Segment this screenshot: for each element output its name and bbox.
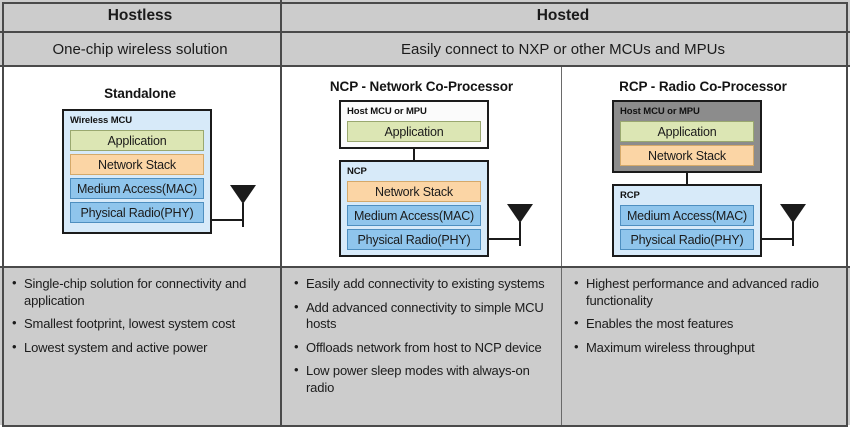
header-hostless-subtitle: One-chip wireless solution <box>0 33 282 65</box>
layer-application: Application <box>620 121 754 142</box>
column-title-rcp: RCP - Radio Co-Processor <box>619 79 787 94</box>
connector-line <box>686 173 688 184</box>
layer-physical-radio: Physical Radio(PHY) <box>70 202 204 223</box>
block-label-ncp: NCP <box>347 166 367 177</box>
header-hosted-subtitle: Easily connect to NXP or other MCUs and … <box>400 40 726 58</box>
column-title-ncp: NCP - Network Co-Processor <box>329 79 514 94</box>
header-row-subtitles: One-chip wireless solution Easily connec… <box>0 33 850 67</box>
diagram-column-rcp: RCP - Radio Co-Processor Host MCU or MPU… <box>562 67 844 266</box>
bullets-column-rcp: Highest performance and advanced radio f… <box>562 268 844 425</box>
layer-network-stack: Network Stack <box>347 181 481 202</box>
list-item: Add advanced connectivity to simple MCU … <box>292 299 551 333</box>
layer-application: Application <box>347 121 481 142</box>
block-label-host-mcu-or-mpu: Host MCU or MPU <box>620 106 700 117</box>
block-label-host-mcu-or-mpu: Host MCU or MPU <box>347 106 427 117</box>
antenna-icon <box>212 179 266 227</box>
list-item: Single-chip solution for connectivity an… <box>10 275 270 309</box>
diagram-band: Standalone Wireless MCU Application Netw… <box>0 67 850 268</box>
block-host-mcu-or-mpu: Host MCU or MPU Application Network Stac… <box>612 100 762 173</box>
diagram-column-standalone: Standalone Wireless MCU Application Netw… <box>0 67 282 266</box>
layer-medium-access: Medium Access(MAC) <box>620 205 754 226</box>
list-item: Lowest system and active power <box>10 339 270 357</box>
bullet-list: Easily add connectivity to existing syst… <box>292 275 551 396</box>
layer-physical-radio: Physical Radio(PHY) <box>620 229 754 250</box>
layer-network-stack: Network Stack <box>620 145 754 166</box>
layer-physical-radio: Physical Radio(PHY) <box>347 229 481 250</box>
layer-network-stack: Network Stack <box>70 154 204 175</box>
antenna-icon <box>489 198 543 246</box>
list-item: Low power sleep modes with always-on rad… <box>292 362 551 396</box>
block-label-wireless-mcu: Wireless MCU <box>70 115 133 126</box>
layer-medium-access: Medium Access(MAC) <box>347 205 481 226</box>
list-item: Offloads network from host to NCP device <box>292 339 551 357</box>
block-wireless-mcu: Wireless MCU Application Network Stack M… <box>62 109 212 234</box>
bullets-column-ncp: Easily add connectivity to existing syst… <box>282 268 562 425</box>
antenna-icon <box>762 198 816 246</box>
list-item: Smallest footprint, lowest system cost <box>10 315 270 333</box>
block-host-mcu-or-mpu: Host MCU or MPU Application <box>339 100 489 149</box>
block-label-rcp: RCP <box>620 190 640 201</box>
column-title-standalone: Standalone <box>104 86 176 101</box>
header-row-titles: Hostless Hosted <box>0 0 850 33</box>
list-item: Enables the most features <box>572 315 834 333</box>
block-ncp: NCP Network Stack Medium Access(MAC) Phy… <box>339 160 489 257</box>
block-rcp: RCP Medium Access(MAC) Physical Radio(PH… <box>612 184 762 257</box>
layer-medium-access: Medium Access(MAC) <box>70 178 204 199</box>
list-item: Maximum wireless throughput <box>572 339 834 357</box>
bullet-list: Highest performance and advanced radio f… <box>572 275 834 357</box>
list-item: Easily add connectivity to existing syst… <box>292 275 551 293</box>
diagram-column-ncp: NCP - Network Co-Processor Host MCU or M… <box>282 67 562 266</box>
bullet-list: Single-chip solution for connectivity an… <box>10 275 270 357</box>
header-hostless-title: Hostless <box>0 0 282 31</box>
bullets-column-standalone: Single-chip solution for connectivity an… <box>0 268 282 425</box>
header-hosted-title: Hosted <box>536 6 590 24</box>
bullets-band: Single-chip solution for connectivity an… <box>0 268 850 425</box>
layer-application: Application <box>70 130 204 151</box>
connector-line <box>413 149 415 160</box>
list-item: Highest performance and advanced radio f… <box>572 275 834 309</box>
